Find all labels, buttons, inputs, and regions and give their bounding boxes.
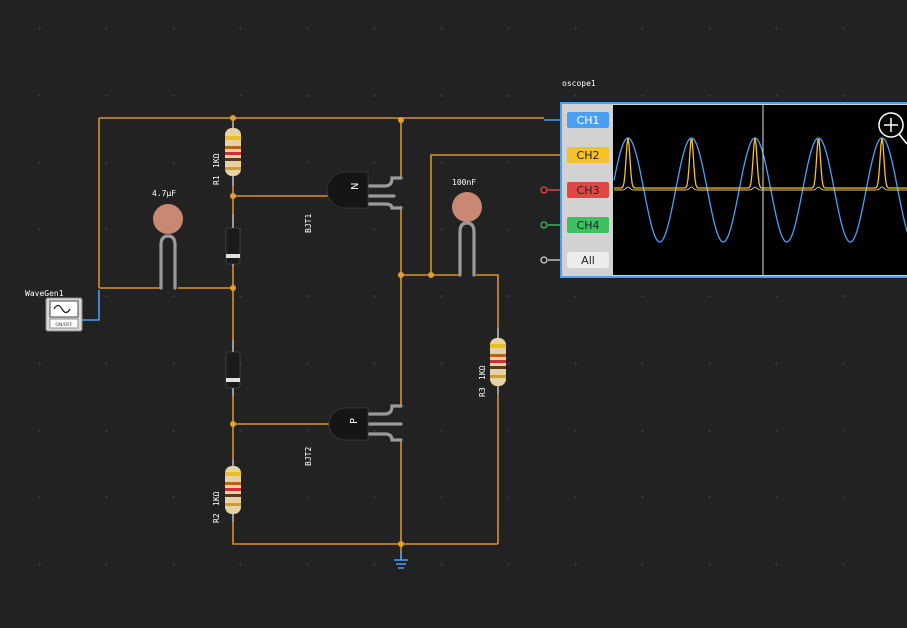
oscope-label: oscope1 <box>562 79 596 88</box>
bjt2-pnp-transistor[interactable]: P BJT2 <box>304 404 403 466</box>
c2-body[interactable] <box>452 192 482 222</box>
svg-text:CH4: CH4 <box>577 219 600 232</box>
c1-value-label: 4.7μF <box>152 189 176 198</box>
r2-value-label: 1KΩ <box>212 491 221 506</box>
r1-value-label: 1KΩ <box>212 153 221 168</box>
svg-text:CH2: CH2 <box>577 149 600 162</box>
wires <box>98 117 544 560</box>
oscilloscope[interactable]: oscope1 CH1 CH2 CH3 CH4 All <box>560 79 907 278</box>
r3-value-label: 1KΩ <box>478 365 487 380</box>
bjt1-npn-transistor[interactable]: N BJT1 <box>304 171 403 233</box>
zoom-icon[interactable] <box>878 112 907 145</box>
r3-name-label: R3 <box>478 387 487 397</box>
ch4-terminal[interactable] <box>540 221 548 229</box>
capacitor-c1[interactable]: 4.7μF <box>152 189 183 290</box>
resistor-r3[interactable]: R3 1KΩ <box>478 328 506 397</box>
channel-button-all[interactable]: All <box>567 252 609 268</box>
sine-wave-icon <box>53 304 71 314</box>
trace-flat <box>614 186 907 191</box>
svg-text:All: All <box>581 254 595 267</box>
resistor-r1[interactable]: R1 1KΩ <box>212 122 241 186</box>
r2-name-label: R2 <box>212 513 221 523</box>
channel-button-ch3[interactable]: CH3 <box>567 182 609 198</box>
bjt1-type-label: N <box>350 183 361 190</box>
channel-button-ch2[interactable]: CH2 <box>567 147 609 163</box>
c1-body[interactable] <box>153 204 183 234</box>
diode-d2[interactable] <box>225 340 241 396</box>
wire-c2-right[interactable] <box>476 274 499 330</box>
all-terminal[interactable] <box>540 256 548 264</box>
channel-button-ch1[interactable]: CH1 <box>567 112 609 128</box>
wire-ch2-probe[interactable] <box>430 154 544 275</box>
ch3-terminal[interactable] <box>540 186 548 194</box>
bjt2-name-label: BJT2 <box>304 447 313 466</box>
capacitor-c2[interactable]: 100nF <box>452 178 482 277</box>
wire-bottom-rail[interactable] <box>232 518 498 545</box>
resistor-r2[interactable]: R2 1KΩ <box>212 460 241 523</box>
c2-value-label: 100nF <box>452 178 476 187</box>
bjt2-type-label: P <box>349 418 360 424</box>
junction-nodes <box>230 115 434 547</box>
wavegen-label: WaveGen1 <box>25 289 64 298</box>
trace-ch2 <box>614 137 907 189</box>
bjt1-name-label: BJT1 <box>304 214 313 233</box>
r1-name-label: R1 <box>212 175 221 185</box>
svg-text:CH1: CH1 <box>577 114 600 127</box>
ground-icon[interactable] <box>394 552 408 569</box>
diode-d1[interactable] <box>225 214 241 266</box>
channel-button-ch4[interactable]: CH4 <box>567 217 609 233</box>
wavegen[interactable]: WaveGen1 ON/OFF <box>25 289 83 332</box>
wire-wavegen-output[interactable] <box>82 290 100 321</box>
wavegen-switch-label[interactable]: ON/OFF <box>55 322 73 328</box>
svg-text:CH3: CH3 <box>577 184 600 197</box>
trace-ch1 <box>613 137 907 243</box>
